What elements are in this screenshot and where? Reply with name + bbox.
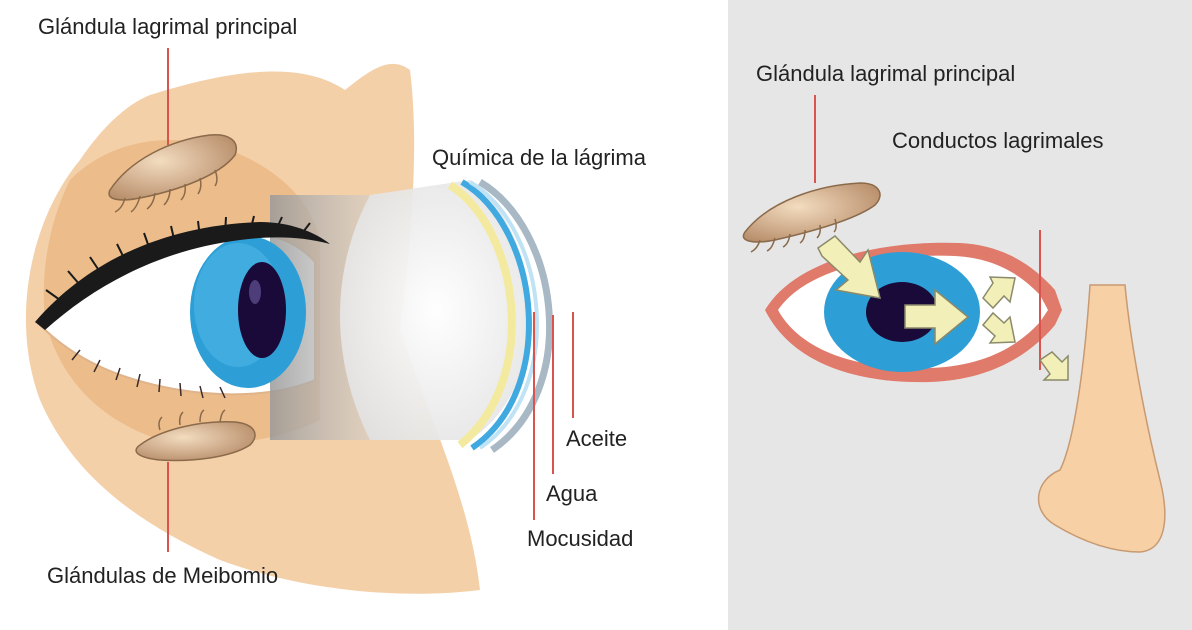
pupil-shine (249, 280, 261, 304)
label-ducts: Conductos lagrimales (892, 128, 1104, 154)
label-meibomian: Glándulas de Meibomio (47, 563, 278, 589)
label-main-gland-left: Glándula lagrimal principal (38, 14, 297, 40)
label-main-gland-right: Glándula lagrimal principal (756, 61, 1015, 87)
tear-film-lens (340, 180, 550, 450)
label-tear-chemistry: Química de la lágrima (432, 145, 646, 171)
label-water: Agua (546, 481, 597, 507)
label-mucus: Mocusidad (527, 526, 633, 552)
label-oil: Aceite (566, 426, 627, 452)
pupil (238, 262, 286, 358)
